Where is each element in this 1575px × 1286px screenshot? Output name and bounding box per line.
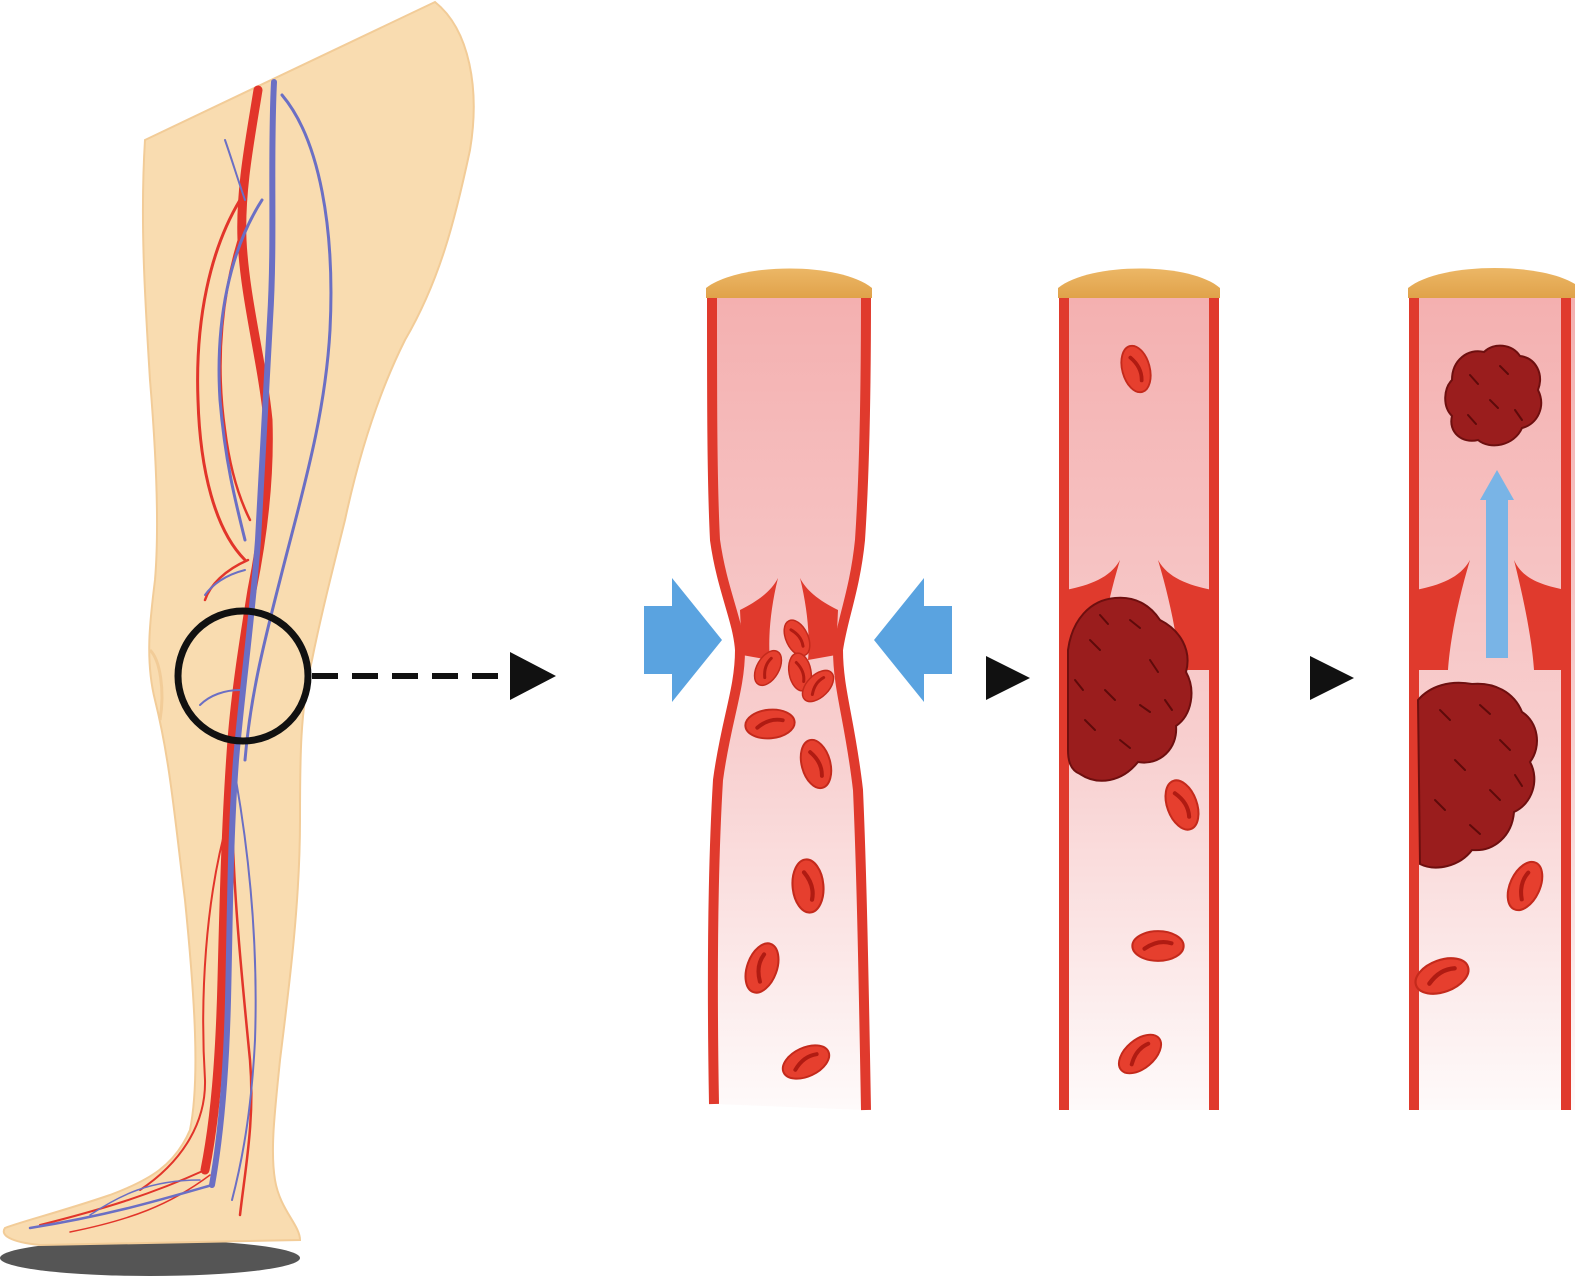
artery-lower-2 xyxy=(139,819,229,1191)
valve-leaflet-left xyxy=(740,578,778,660)
compression-arrow-right xyxy=(874,578,952,702)
stage-clot-embolization xyxy=(1408,267,1575,1110)
artery-branch-1 xyxy=(196,198,247,562)
artery-foot-2 xyxy=(69,1174,211,1233)
foot-sole-shadow xyxy=(0,1240,300,1276)
step-arrow-1 xyxy=(986,656,1030,700)
veins xyxy=(28,79,333,1230)
leg-silhouette xyxy=(2,0,475,1247)
vein-foot-2 xyxy=(89,1179,201,1216)
red-blood-cell xyxy=(1132,931,1183,961)
great-saphenous-vein xyxy=(243,93,333,762)
residual-clot xyxy=(1416,681,1538,869)
vessel-cap xyxy=(1058,268,1220,298)
vessel-wall-right xyxy=(832,295,871,1111)
knee-crease xyxy=(148,648,164,721)
stage-vein-compression xyxy=(644,268,952,1111)
embolus-clot xyxy=(1444,344,1543,447)
vessel-lumen xyxy=(712,296,866,1110)
vessel-cap xyxy=(1408,267,1575,298)
leg-illustration xyxy=(0,0,556,1276)
vein-lower-1 xyxy=(231,779,257,1201)
vein-knee-branch-2 xyxy=(199,689,241,706)
vessel-cap xyxy=(706,268,872,298)
blood-clot xyxy=(1067,596,1193,782)
valve-leaflet-left xyxy=(1416,560,1470,670)
vein-foot xyxy=(28,1183,214,1230)
artery-foot xyxy=(39,1169,206,1226)
valve-leaflet-right xyxy=(1158,560,1212,670)
dashed-pointer-arrowhead xyxy=(510,652,556,700)
femoral-vein xyxy=(209,79,277,1188)
vein-branch-2 xyxy=(224,139,246,201)
compression-arrow-left xyxy=(644,578,722,702)
embolus-flow-arrow xyxy=(1480,470,1514,658)
vein-knee-branch xyxy=(204,569,246,596)
stage-clot-formation xyxy=(1058,268,1220,1110)
valve-leaflet-right xyxy=(1514,560,1566,670)
artery-branch-3 xyxy=(203,558,250,602)
vessel-wall-left xyxy=(707,295,746,1105)
magnifier-circle xyxy=(174,607,312,745)
vein-branch-1 xyxy=(217,198,264,542)
step-arrow-2 xyxy=(1310,656,1354,700)
